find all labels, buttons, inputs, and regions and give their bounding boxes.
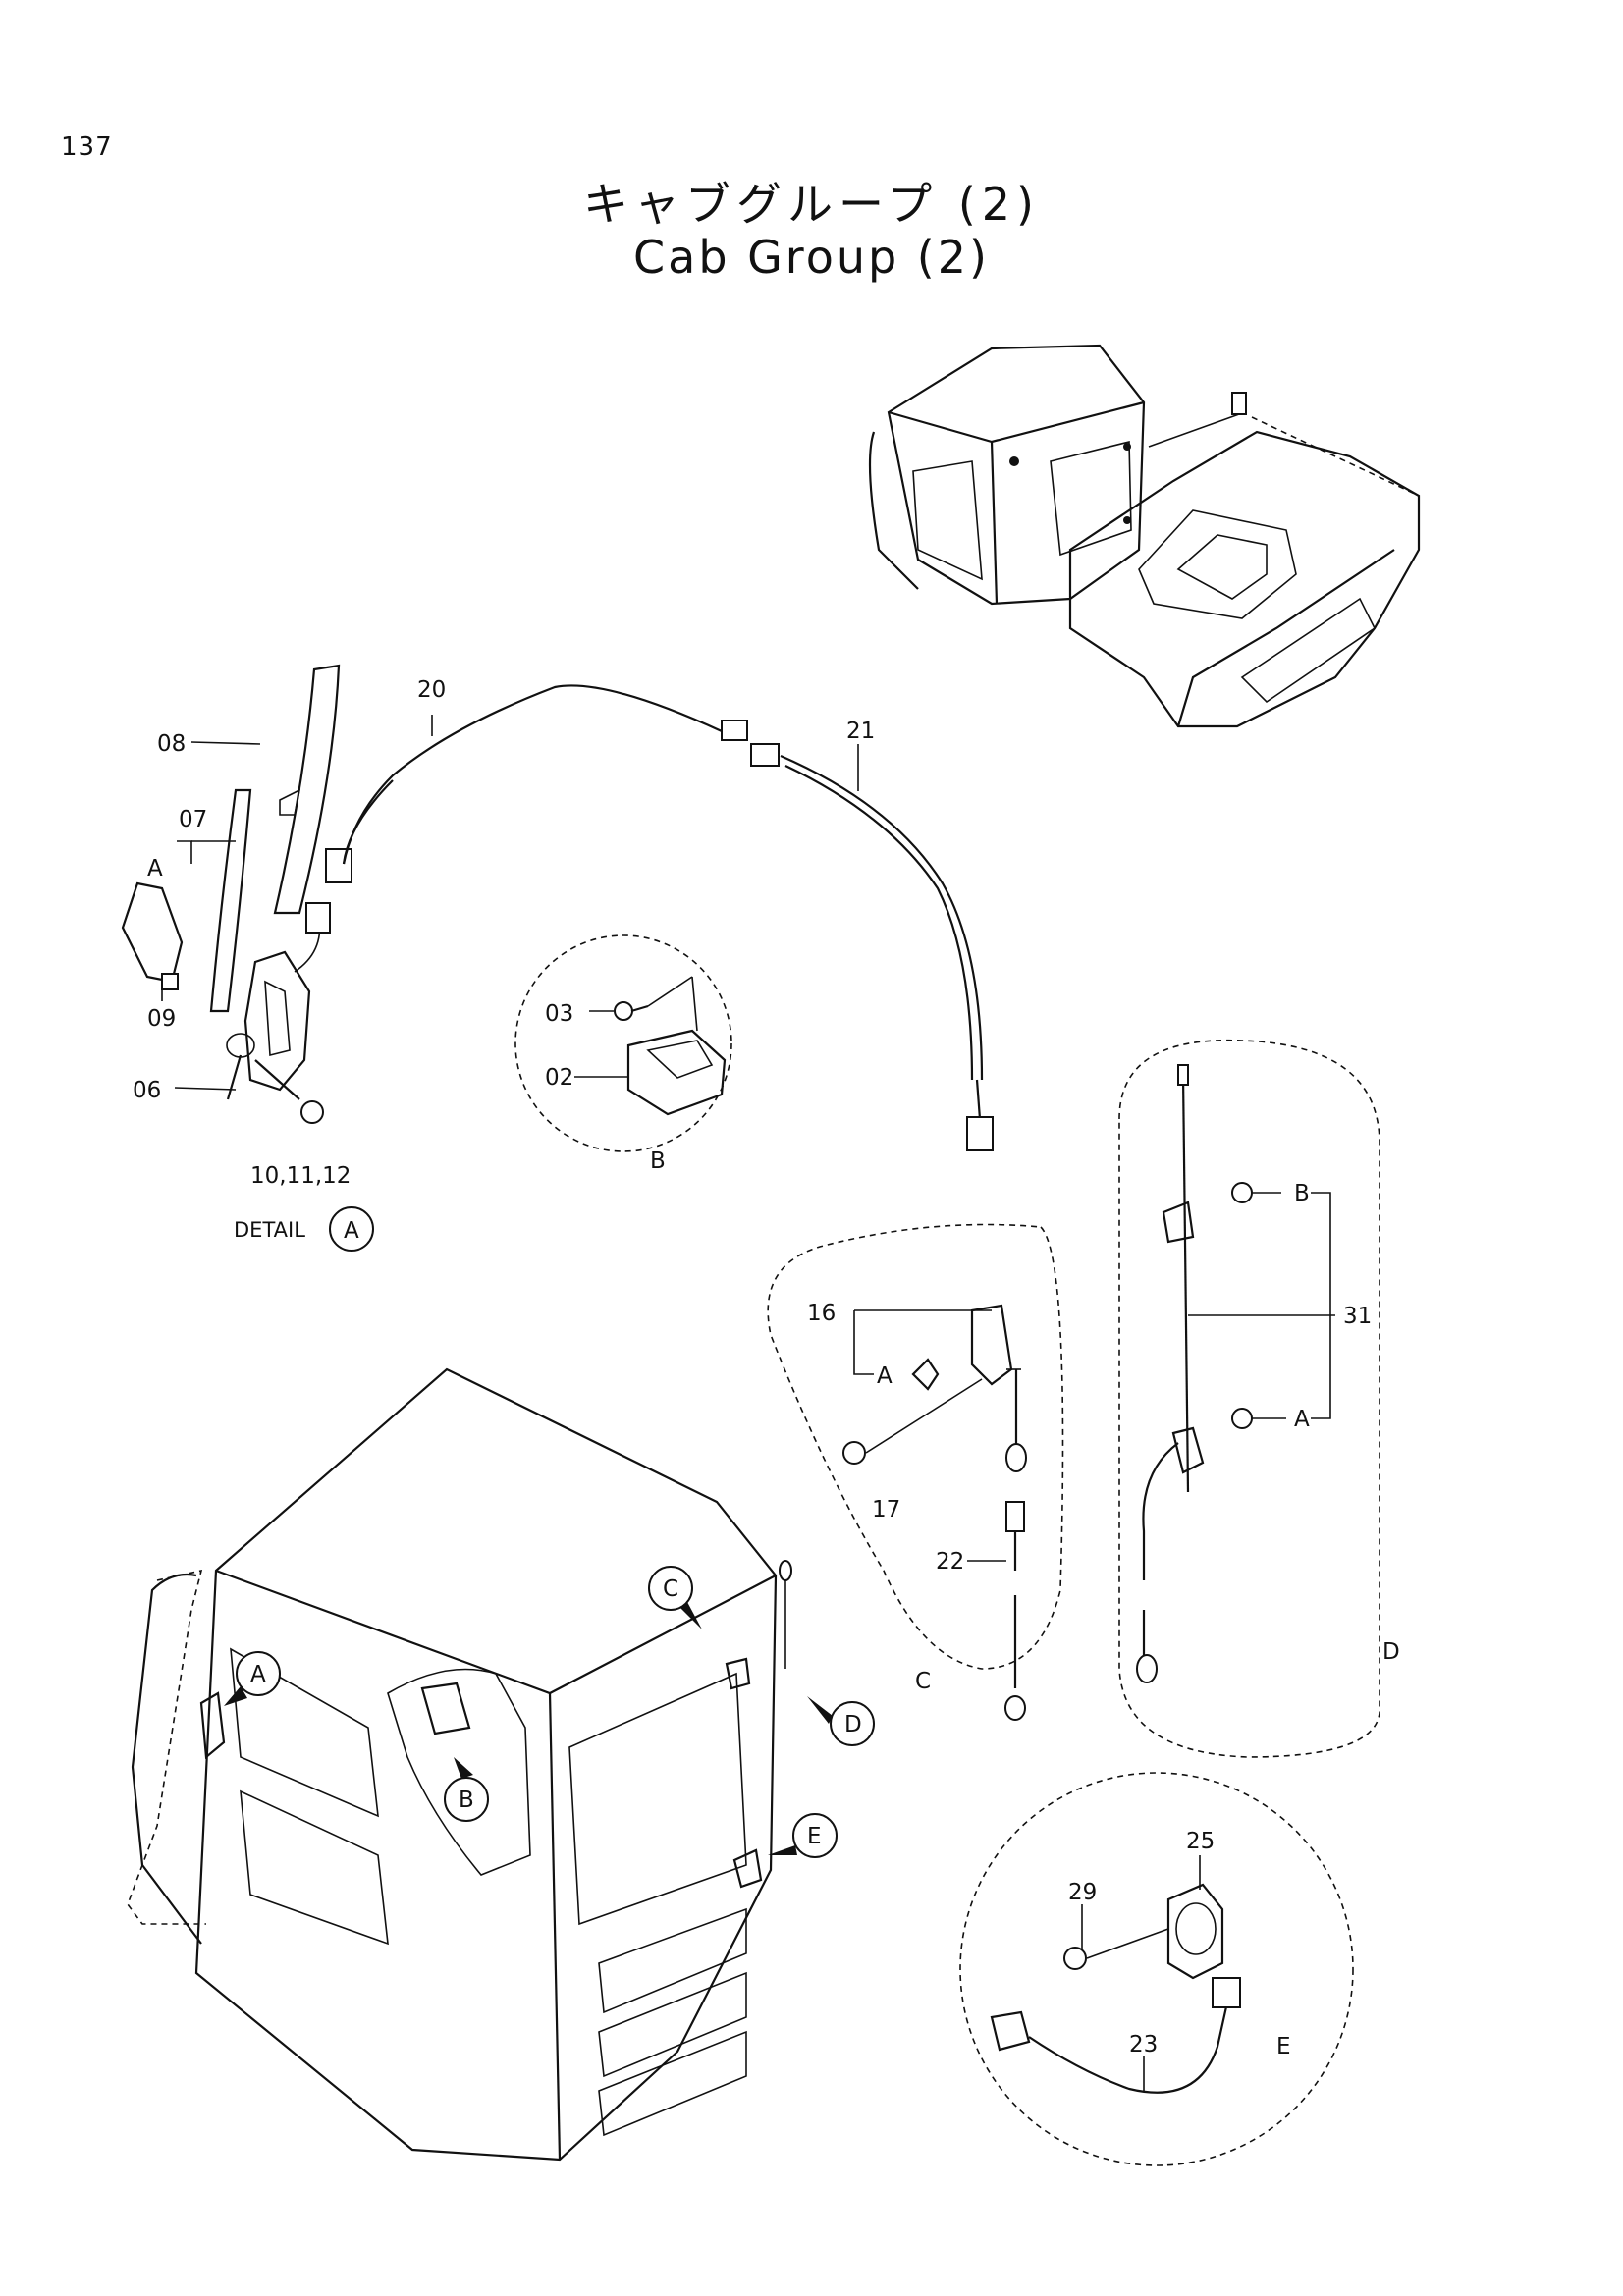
cab-drawing: [127, 1367, 792, 2162]
label-a-detail: A: [147, 856, 163, 881]
label-view-c: C: [915, 1669, 931, 1694]
label-02: 02: [545, 1065, 573, 1091]
callout-b: B: [459, 1788, 474, 1813]
label-31-b: B: [1294, 1181, 1310, 1206]
label-08: 08: [157, 731, 186, 757]
label-21: 21: [846, 719, 875, 744]
label-17: 17: [872, 1497, 900, 1522]
callout-a: A: [250, 1662, 266, 1687]
excavator-overview: [868, 344, 1421, 728]
detail-letter: A: [344, 1218, 359, 1244]
view-b: [514, 934, 732, 1152]
label-31: 31: [1343, 1304, 1372, 1329]
view-e: [959, 1772, 1354, 2166]
page-number: 137: [61, 133, 113, 162]
label-view-d: D: [1382, 1639, 1400, 1665]
label-07: 07: [179, 807, 207, 832]
title-english: Cab Group (2): [633, 231, 990, 284]
label-22: 22: [936, 1549, 964, 1575]
label-view-b: B: [650, 1148, 666, 1174]
cab-callouts: [224, 1206, 875, 1858]
label-06: 06: [133, 1078, 161, 1103]
callout-d: D: [844, 1712, 862, 1737]
label-23: 23: [1129, 2032, 1158, 2057]
harness-20-21: [342, 684, 994, 1151]
callout-e: E: [807, 1824, 822, 1849]
labels: 08 07 A 09 06 10,11,12 DETAIL A 20 21 03…: [133, 677, 1400, 2059]
label-20: 20: [417, 677, 446, 703]
detail-caption: DETAIL: [234, 1218, 305, 1242]
label-03: 03: [545, 1001, 573, 1027]
label-09: 09: [147, 1006, 176, 1032]
view-c: [767, 1223, 1064, 1721]
label-31-a: A: [1294, 1407, 1310, 1432]
title-japanese: キャブグループ (2): [582, 178, 1041, 231]
view-d: [1118, 1039, 1380, 1758]
label-view-e: E: [1276, 2034, 1291, 2059]
label-16-a: A: [877, 1363, 893, 1389]
label-16: 16: [807, 1301, 836, 1326]
label-29: 29: [1068, 1880, 1097, 1905]
callout-c: C: [663, 1576, 678, 1602]
label-10-11-12: 10,11,12: [250, 1163, 351, 1189]
detail-a-assembly: [121, 664, 352, 1124]
label-25: 25: [1186, 1829, 1215, 1854]
